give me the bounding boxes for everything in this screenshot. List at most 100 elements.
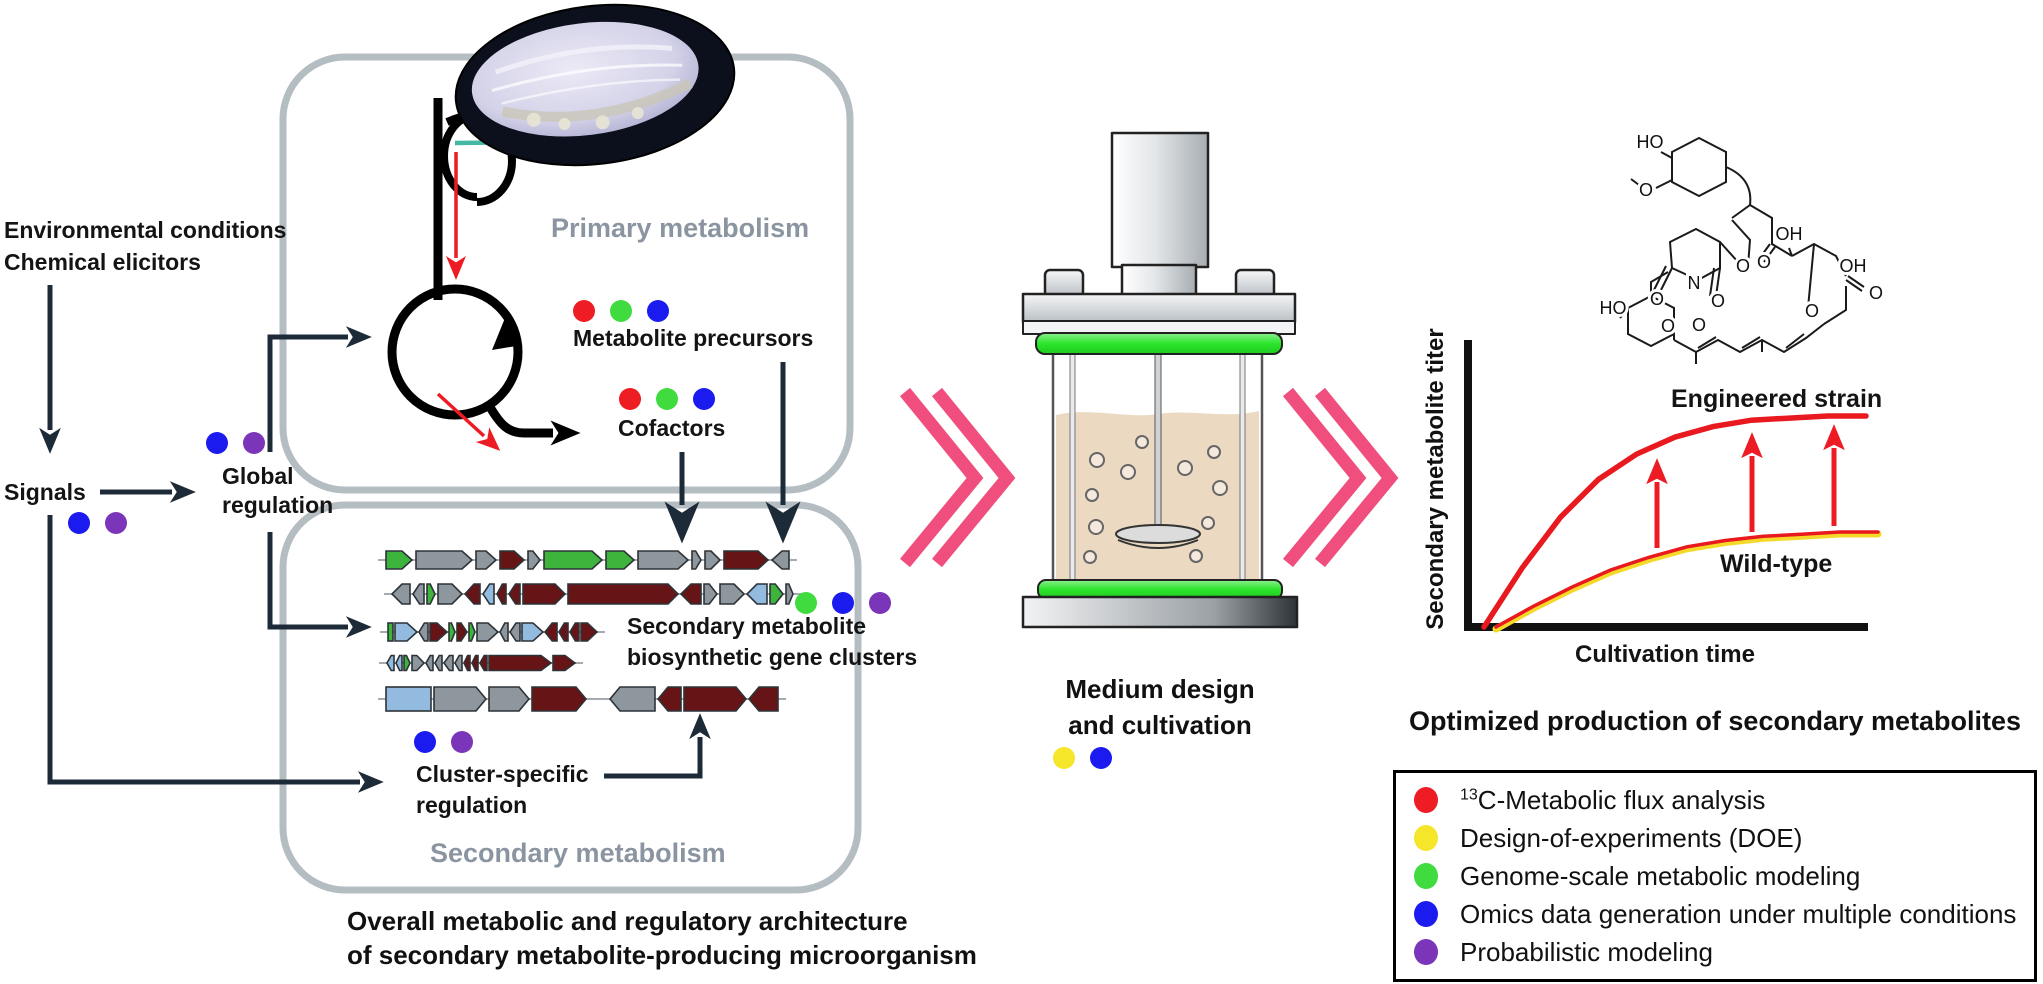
y-axis-label: Secondary metabolite titer — [1422, 328, 1449, 630]
legend-label: 13C-Metabolic flux analysis — [1460, 784, 1766, 815]
engineered-curve — [1481, 413, 1869, 630]
legend-item: 13C-Metabolic flux analysis — [1414, 785, 2034, 816]
red-method-dot — [619, 388, 641, 410]
engineered-strain-label: Engineered strain — [1671, 385, 1883, 413]
chevron-left-outer-icon — [899, 387, 984, 568]
legend-item: Genome-scale metabolic modeling — [1414, 861, 2034, 892]
metabolite-precursors-dots — [573, 300, 684, 322]
motor — [1110, 131, 1210, 269]
gene-clusters-dots — [795, 592, 906, 614]
tca-cycle-circle — [387, 284, 523, 420]
titer-graph — [1464, 340, 1882, 633]
red-legend-dot — [1414, 787, 1438, 813]
global-regulation-label-2: regulation — [222, 492, 334, 518]
tca-cycle-arrowhead — [492, 318, 522, 350]
gene-clusters-label-2: biosynthetic gene clusters — [627, 644, 918, 670]
purple-method-dot — [451, 731, 473, 753]
cluster-specific-dots — [414, 731, 488, 753]
arrow-cluster-specific-to-genes — [604, 713, 711, 779]
svg-text:O: O — [1805, 301, 1819, 321]
blue-method-dot — [1090, 747, 1112, 769]
chevron-left-inner-icon — [931, 387, 1016, 568]
optimized-caption: Optimized production of secondary metabo… — [1408, 706, 2022, 736]
medium-design-dots — [1053, 747, 1127, 769]
svg-text:O: O — [1711, 291, 1725, 311]
legend-item: Omics data generation under multiple con… — [1414, 899, 2034, 930]
x-axis-label: Cultivation time — [1574, 641, 1755, 668]
legend-item: Probabilistic modeling — [1414, 937, 2034, 968]
base-plate — [1021, 595, 1299, 629]
flow-arrows — [39, 285, 801, 793]
legend-item: Design-of-experiments (DOE) — [1414, 823, 2034, 854]
svg-text:OH: OH — [1840, 256, 1867, 276]
impeller — [1115, 524, 1201, 544]
svg-text:O: O — [1650, 289, 1664, 309]
medium-design-caption-2: and cultivation — [1068, 710, 1252, 740]
svg-text:HO: HO — [1600, 298, 1627, 318]
architecture-caption-2: of secondary metabolite-producing microo… — [347, 940, 977, 970]
blue-method-dot — [832, 592, 854, 614]
cluster-specific-label-2: regulation — [416, 792, 528, 818]
svg-text:N: N — [1688, 273, 1701, 293]
legend-label: Omics data generation under multiple con… — [1460, 898, 2017, 929]
chevrons — [899, 387, 1399, 568]
wildtype-curve — [1494, 530, 1880, 629]
svg-text:O: O — [1869, 283, 1883, 303]
bioreactor — [1021, 131, 1299, 629]
svg-text:O: O — [1736, 256, 1750, 276]
purple-method-dot — [243, 432, 265, 454]
arrow-signals-to-cluster-specific — [47, 515, 384, 793]
medium-design-caption-1: Medium design — [1065, 674, 1255, 704]
green-method-dot — [610, 300, 632, 322]
green-method-dot — [795, 592, 817, 614]
arrow-global-to-clusters — [267, 532, 372, 638]
arrow-global-to-primary — [267, 326, 372, 452]
green-method-dot — [656, 388, 678, 410]
svg-text:HO: HO — [1637, 132, 1664, 152]
green-legend-dot — [1414, 863, 1438, 889]
secondary-metabolism-label: Secondary metabolism — [430, 838, 726, 868]
environmental-conditions-label: Environmental conditions — [4, 217, 287, 243]
wildtype-label: Wild-type — [1720, 550, 1833, 578]
yellow-legend-dot — [1414, 825, 1438, 851]
purple-method-dot — [869, 592, 891, 614]
global-regulation-label-1: Global — [222, 463, 294, 489]
svg-text:O: O — [1757, 252, 1771, 272]
cluster-specific-label-1: Cluster-specific — [416, 761, 589, 787]
blue-method-dot — [647, 300, 669, 322]
gasket-top — [1035, 332, 1283, 355]
chevron-right-outer-icon — [1282, 387, 1367, 568]
primary-metabolism-label: Primary metabolism — [551, 213, 810, 243]
metabolite-precursors-label: Metabolite precursors — [573, 325, 814, 351]
svg-text:O: O — [1661, 316, 1675, 336]
lid-plate — [1021, 292, 1297, 324]
purple-legend-dot — [1414, 939, 1438, 965]
architecture-caption-1: Overall metabolic and regulatory archite… — [347, 906, 908, 936]
signals-dots — [68, 512, 142, 534]
chevron-right-inner-icon — [1314, 387, 1399, 568]
blue-method-dot — [68, 512, 90, 534]
signals-label: Signals — [4, 479, 86, 505]
molecule-structure — [1619, 136, 1865, 364]
cofactors-dots — [619, 388, 730, 410]
purple-method-dot — [105, 512, 127, 534]
bubbles — [1083, 435, 1228, 564]
red-method-dot — [573, 300, 595, 322]
gene-cluster-rows — [378, 550, 801, 712]
svg-text:OH: OH — [1776, 224, 1803, 244]
legend-label: Probabilistic modeling — [1460, 936, 1713, 967]
petri-dish-photo — [454, 3, 736, 167]
gene-clusters-label-1: Secondary metabolite — [627, 613, 867, 639]
svg-text:O: O — [1639, 180, 1653, 200]
blue-legend-dot — [1414, 901, 1438, 927]
blue-method-dot — [206, 432, 228, 454]
stirrer-shaft — [1154, 351, 1162, 531]
svg-text:O: O — [1692, 315, 1706, 335]
wildtype-curve-underlay — [1492, 530, 1882, 633]
graph-curves — [1481, 413, 1882, 633]
cofactors-label: Cofactors — [618, 415, 726, 441]
arrow-tca-to-cofactors — [486, 404, 581, 446]
